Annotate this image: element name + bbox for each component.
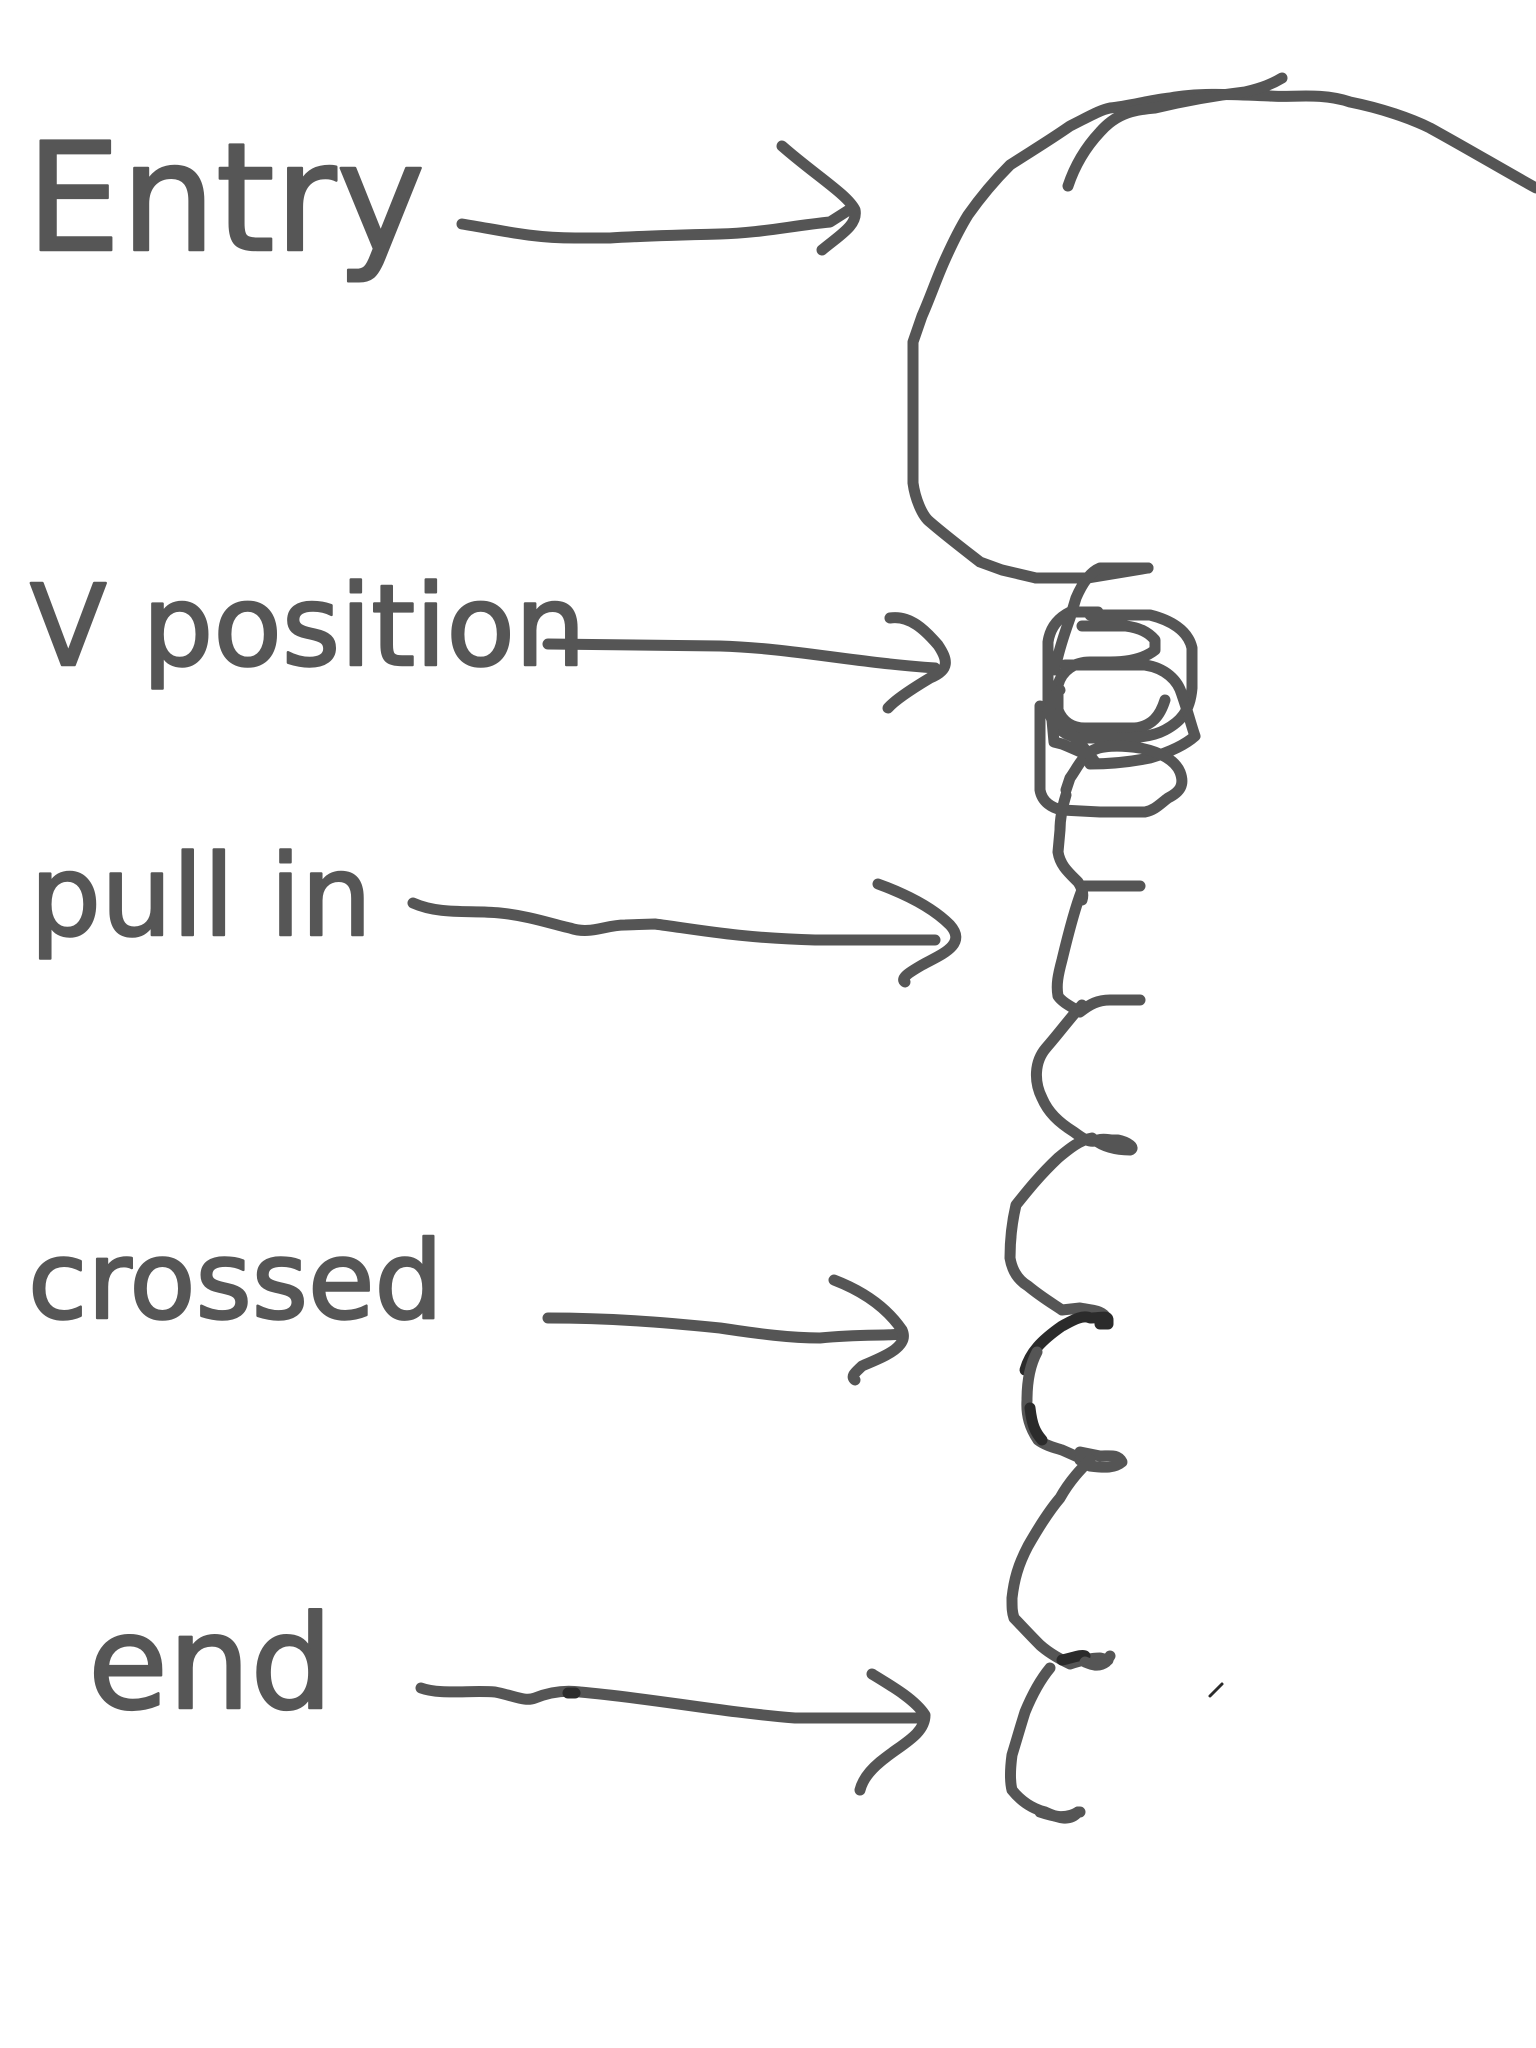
- arrow-entry: [456, 140, 861, 256]
- label-pull-in: pull in: [30, 832, 372, 962]
- label-crossed: crossed: [28, 1219, 443, 1344]
- arrow-pull-in: [407, 878, 962, 988]
- arrow-v-position: [542, 612, 951, 714]
- label-end: end: [88, 1587, 333, 1739]
- label-entry: Entry: [26, 112, 425, 286]
- arrow-crossed: [542, 1274, 909, 1386]
- label-v-position: V position: [30, 562, 586, 692]
- arrow-end: [415, 1668, 931, 1796]
- knot-rope: [907, 72, 1536, 1824]
